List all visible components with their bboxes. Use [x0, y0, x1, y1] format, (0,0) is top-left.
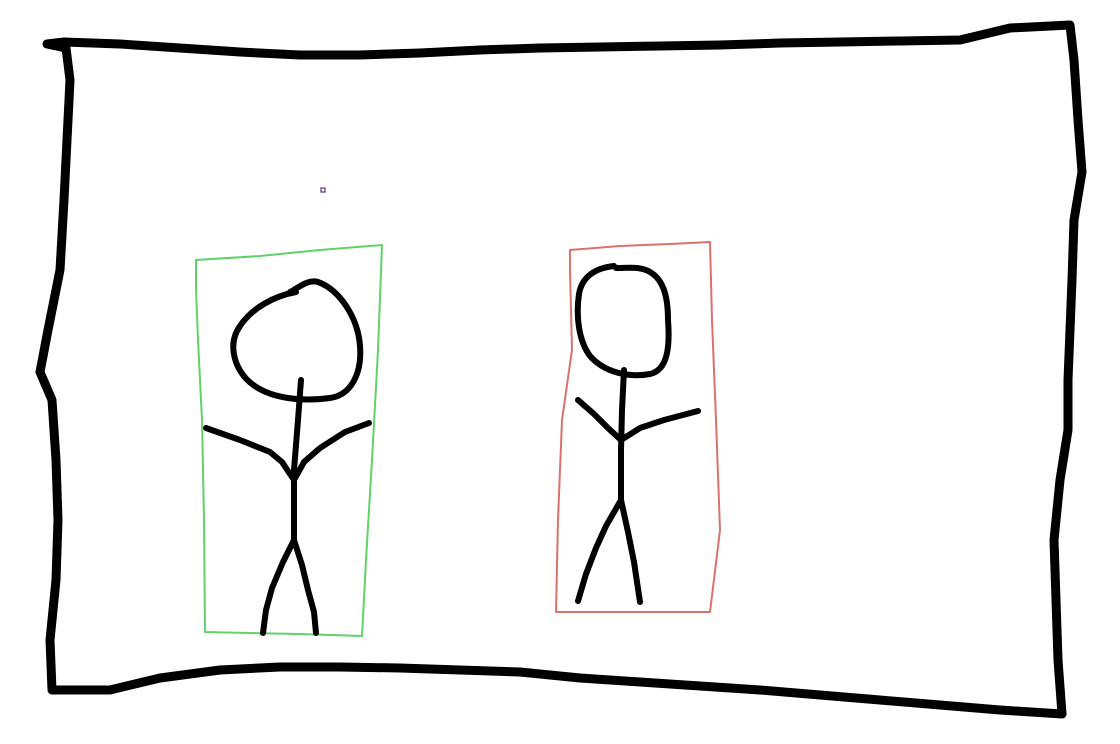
left-bounding-box: [195, 244, 383, 637]
right-figure-right-leg: [618, 497, 643, 605]
left-figure-right-arm: [291, 420, 372, 483]
canvas-speck: [320, 187, 326, 193]
right-figure-right-arm: [618, 408, 701, 443]
left-figure-right-leg: [291, 537, 319, 636]
outer-frame: [35, 20, 1087, 719]
left-figure-left-leg: [260, 537, 297, 636]
right-figure-body: [618, 367, 627, 503]
right-figure-left-leg: [575, 497, 624, 604]
right-figure-head: [574, 263, 672, 379]
left-figure-body: [291, 377, 304, 543]
right-bounding-box: [555, 241, 721, 613]
right-figure-left-arm: [575, 397, 624, 443]
left-figure-head: [230, 278, 364, 403]
right-figure: [555, 241, 721, 613]
left-figure-left-arm: [203, 425, 297, 483]
left-figure: [195, 244, 383, 637]
